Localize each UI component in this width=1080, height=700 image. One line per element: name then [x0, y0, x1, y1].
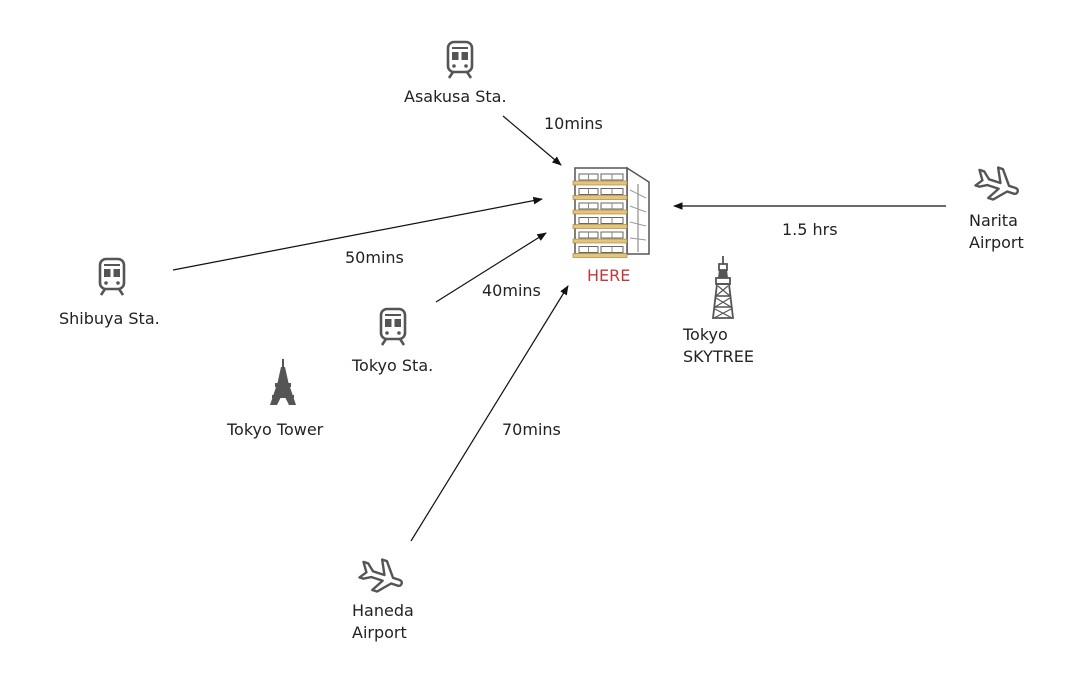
- asakusa-station-label: Asakusa Sta.: [404, 87, 507, 106]
- time-shibuya: 50mins: [345, 248, 404, 267]
- train-icon: [98, 257, 126, 297]
- haneda-label-line2: Airport: [352, 623, 407, 642]
- narita-label-line2: Airport: [969, 233, 1024, 252]
- arrow-haneda: [410, 285, 569, 542]
- time-tokyo-sta: 40mins: [482, 281, 541, 300]
- tokyo-tower-icon: [269, 359, 297, 406]
- shibuya-station-label: Shibuya Sta.: [59, 309, 160, 328]
- narita-label-line1: Narita: [969, 211, 1018, 230]
- arrow-asakusa: [502, 115, 562, 166]
- time-haneda: 70mins: [502, 420, 561, 439]
- train-icon: [379, 307, 407, 347]
- skytree-label-line1: Tokyo: [683, 325, 728, 344]
- airplane-icon: [356, 554, 406, 594]
- arrow-tokyo-sta: [435, 232, 547, 303]
- skytree-label: Tokyo SKYTREE: [683, 324, 754, 368]
- airplane-icon: [972, 162, 1022, 202]
- train-icon: [446, 40, 474, 80]
- building-icon: [572, 166, 650, 258]
- narita-airport-label: Narita Airport: [969, 210, 1024, 254]
- haneda-airport-label: Haneda Airport: [352, 600, 414, 644]
- tokyo-station-label: Tokyo Sta.: [352, 356, 434, 375]
- time-narita: 1.5 hrs: [782, 220, 838, 239]
- time-asakusa: 10mins: [544, 114, 603, 133]
- skytree-icon: [712, 256, 734, 319]
- skytree-label-line2: SKYTREE: [683, 347, 754, 366]
- here-label: HERE: [587, 266, 631, 285]
- arrow-shibuya: [172, 196, 543, 271]
- haneda-label-line1: Haneda: [352, 601, 414, 620]
- tokyo-tower-label: Tokyo Tower: [227, 420, 324, 439]
